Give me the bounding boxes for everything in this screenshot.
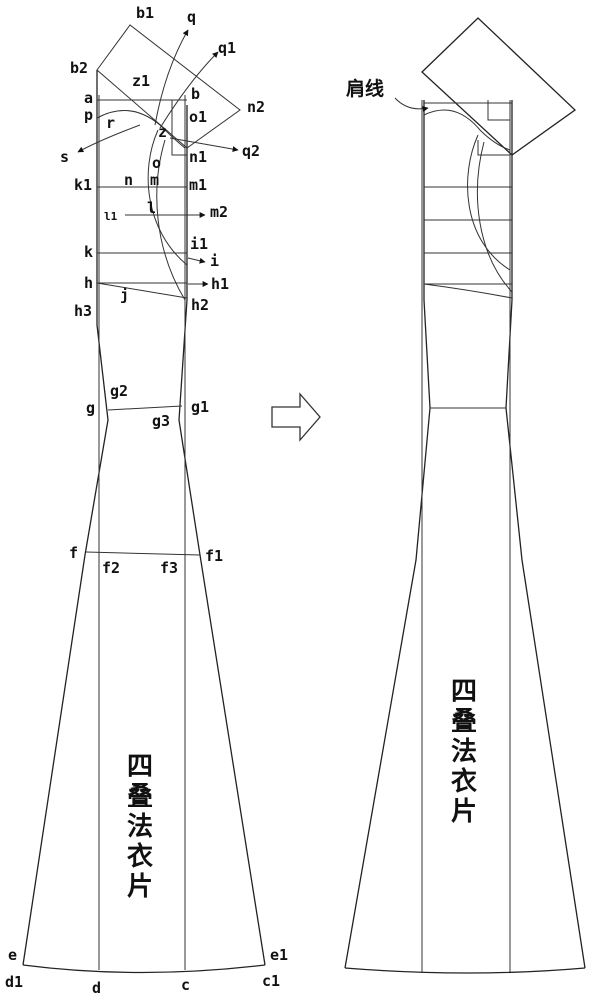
label-e: e: [8, 946, 17, 964]
right-armhole-curve-2: [476, 141, 513, 293]
label-f: f: [69, 544, 78, 562]
label-h: h: [84, 274, 93, 292]
shoulder-line-pointer: [394, 97, 429, 112]
label-l1: l1: [104, 210, 118, 223]
left-outline: [22, 70, 266, 966]
label-c: c: [181, 976, 190, 994]
left-title-char-5: 片: [127, 872, 153, 902]
label-n2: n2: [247, 98, 265, 116]
right-neck-curve: [423, 109, 511, 151]
right-title-char-1: 四: [451, 677, 477, 707]
label-k: k: [84, 243, 93, 261]
label-g3: g3: [152, 412, 170, 430]
right-side-curve: [423, 283, 513, 299]
label-g1: g1: [191, 398, 209, 416]
right-hem-curve: [344, 967, 586, 974]
right-pattern: 肩线 四 叠 法 衣 片: [344, 17, 586, 974]
label-c1: c1: [262, 972, 280, 990]
label-q: q: [187, 8, 196, 26]
left-hem-curve: [22, 964, 266, 974]
left-title-char-1: 四: [127, 752, 153, 782]
label-q1: q1: [218, 39, 236, 57]
label-b1: b1: [136, 4, 154, 22]
left-title-char-3: 法: [127, 812, 153, 842]
right-title-char-4: 衣: [451, 766, 477, 797]
arrow-q: [154, 29, 189, 126]
label-g: g: [86, 399, 95, 417]
right-title-char-3: 法: [451, 737, 477, 767]
label-o1: o1: [189, 108, 207, 126]
label-o: o: [152, 154, 161, 172]
label-m1: m1: [189, 176, 207, 194]
left-neck-curve: [96, 109, 186, 149]
right-title-char-5: 片: [451, 797, 477, 827]
label-f2: f2: [102, 559, 120, 577]
label-h2: h2: [191, 296, 209, 314]
label-a: a: [84, 89, 93, 107]
label-m: m: [150, 171, 159, 189]
label-d: d: [92, 979, 101, 997]
label-i1: i1: [190, 235, 208, 253]
label-l: l: [147, 199, 156, 217]
label-j: j: [120, 286, 129, 304]
arrow-s: [77, 124, 141, 153]
label-m2: m2: [210, 203, 228, 221]
left-line-g-g1: [107, 405, 183, 411]
label-h1: h1: [211, 275, 229, 293]
label-z1: z1: [132, 72, 150, 90]
right-inner-rect: [477, 100, 510, 156]
left-inner-rect: [171, 100, 187, 156]
label-f3: f3: [160, 559, 178, 577]
label-n1: n1: [189, 148, 207, 166]
label-b: b: [191, 85, 200, 103]
label-p: p: [84, 106, 93, 124]
left-armhole-curve-2: [156, 139, 186, 301]
left-side-curve-j: [96, 282, 188, 299]
label-i: i: [210, 252, 219, 270]
arrow-i: [187, 257, 206, 264]
label-k1: k1: [74, 176, 92, 194]
label-q2: q2: [242, 142, 260, 160]
arrow-q1: [159, 51, 219, 129]
left-title-char-2: 叠: [127, 782, 153, 812]
right-title-char-2: 叠: [451, 707, 477, 737]
label-b2: b2: [70, 59, 88, 77]
label-z: z: [158, 123, 167, 141]
label-f1: f1: [205, 547, 223, 565]
label-e1: e1: [270, 946, 288, 964]
left-title-char-4: 衣: [127, 841, 153, 872]
hollow-right-arrow-icon: [271, 392, 321, 442]
shoulder-line-label: 肩线: [346, 77, 384, 100]
label-n: n: [124, 171, 133, 189]
left-pattern: b1 q q1 b2 z1 n2 a b p r o1 z q2 s o n1 …: [5, 4, 288, 997]
label-d1: d1: [5, 973, 23, 991]
label-h3: h3: [74, 302, 92, 320]
arrow-q2: [169, 137, 239, 153]
label-r: r: [106, 114, 115, 132]
right-outline: [344, 100, 586, 969]
label-g2: g2: [110, 382, 128, 400]
label-s: s: [60, 148, 69, 166]
right-shoulder-box: [421, 17, 577, 156]
right-armhole-curve-1: [467, 134, 511, 271]
left-armhole-curve-1: [147, 129, 188, 266]
left-line-f-f1: [85, 551, 201, 556]
